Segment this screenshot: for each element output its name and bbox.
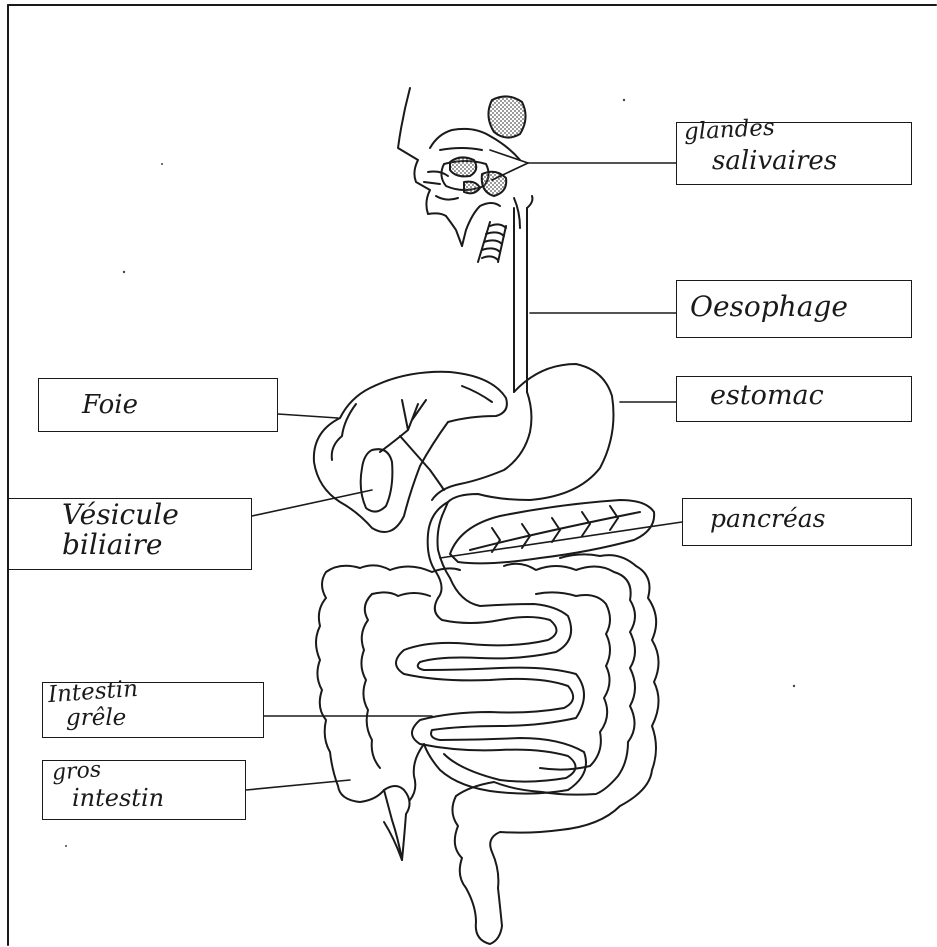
esophagus-tube [514, 196, 532, 392]
stomach [432, 364, 614, 516]
label-stomach: estomac [710, 382, 824, 410]
label-large-intestine-line1: gros [51, 758, 102, 784]
label-esophagus: Oesophage [690, 292, 848, 321]
label-box-liver [38, 378, 278, 432]
liver [314, 372, 507, 532]
label-gallbladder-line2: biliaire [62, 530, 162, 559]
leader-lines [246, 150, 682, 790]
label-liver: Foie [82, 392, 138, 419]
label-large-intestine-line2: intestin [72, 786, 164, 811]
label-small-intestine-line1: Intestin [47, 677, 138, 707]
label-salivary-glands-line2: salivaires [712, 148, 837, 175]
label-small-intestine-line2: grêle [66, 706, 126, 730]
large-intestine [316, 554, 659, 944]
pancreas [450, 500, 654, 563]
salivary-glands [450, 96, 526, 196]
trachea [478, 222, 506, 262]
small-intestine [396, 578, 586, 800]
label-gallbladder-line1: Vésicule [62, 500, 179, 529]
duodenum [428, 502, 450, 598]
gallbladder [361, 400, 444, 512]
label-pancreas: pancréas [710, 506, 826, 532]
label-salivary-glands-line1: glandes [683, 116, 775, 145]
